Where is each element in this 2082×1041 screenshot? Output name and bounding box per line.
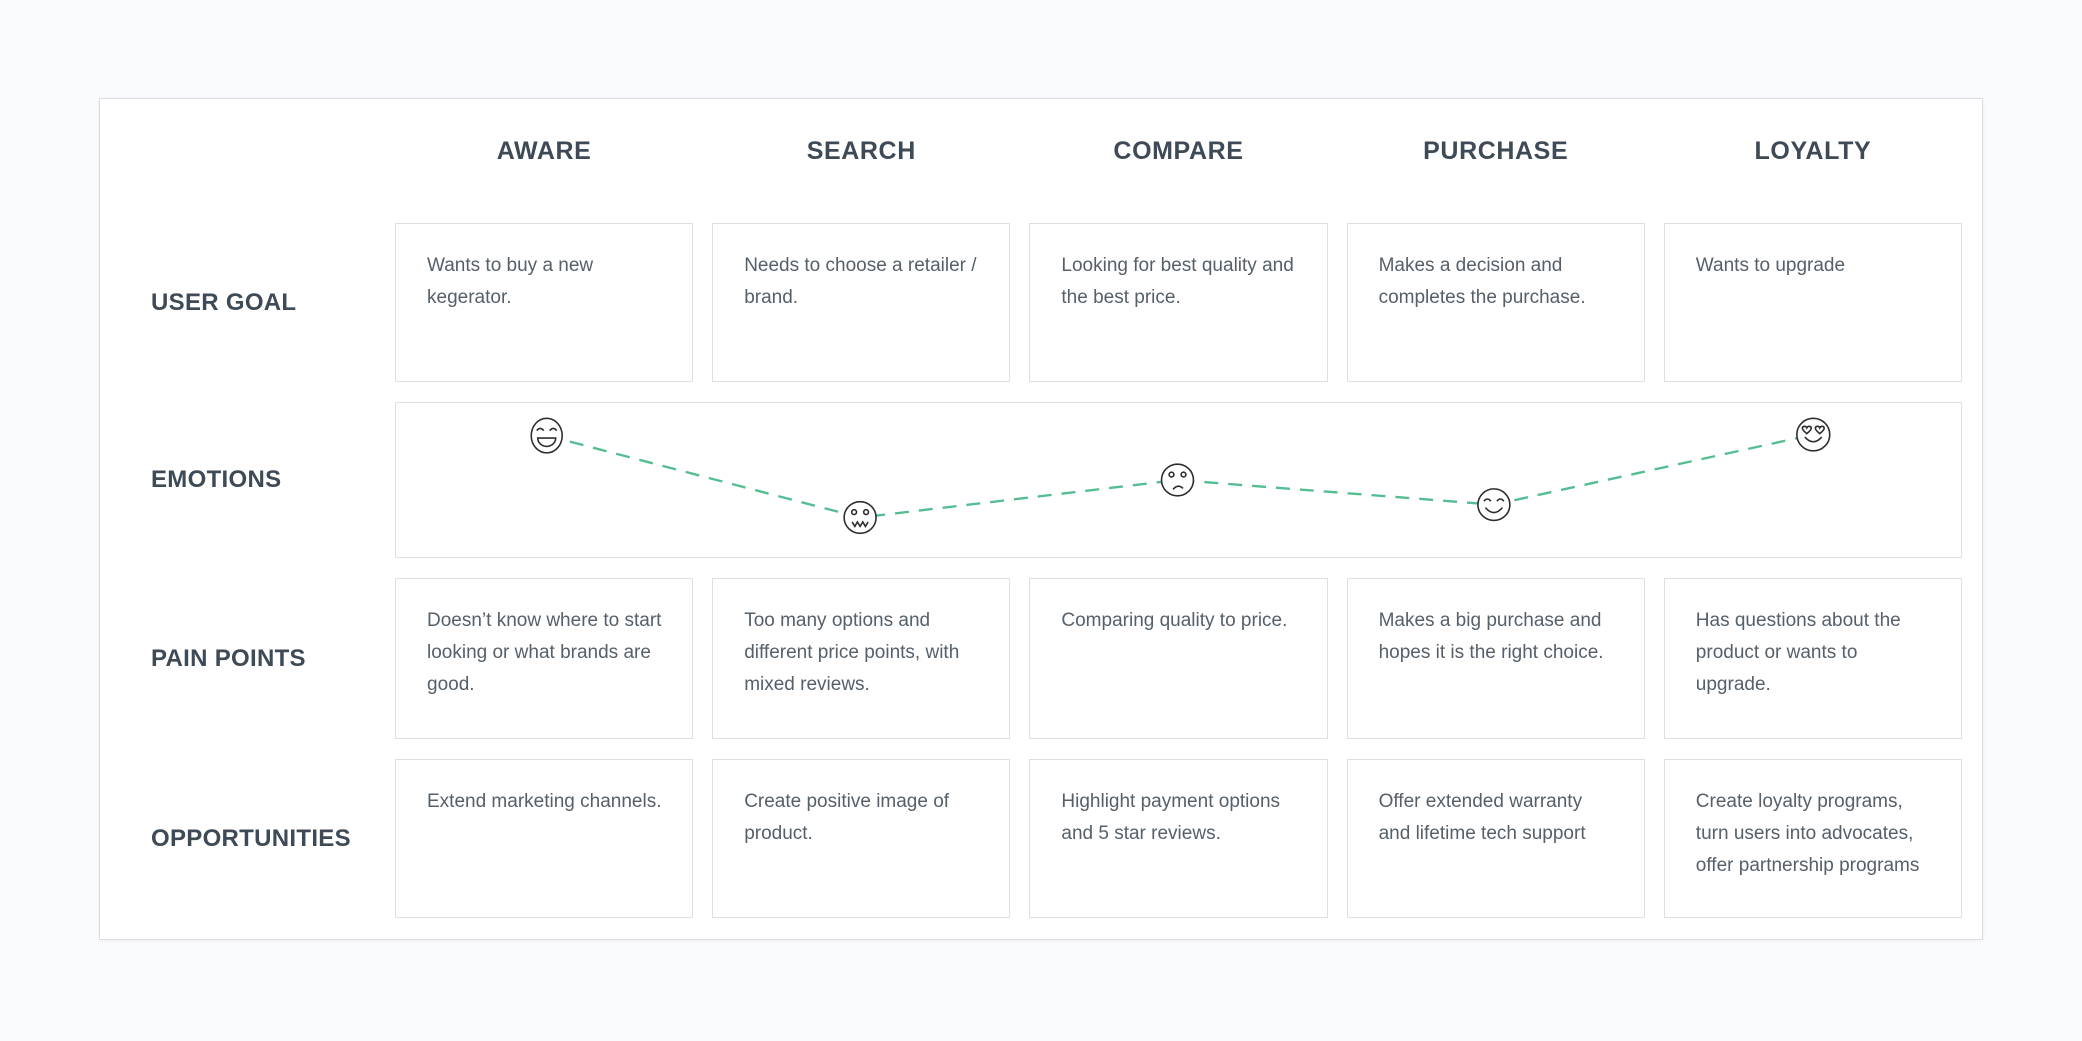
- row-label-pain-points: PAIN POINTS: [151, 644, 306, 672]
- journey-map-grid: AWARE SEARCH COMPARE PURCHASE LOYALTY US…: [100, 99, 1982, 939]
- opportunity-card-compare: Highlight payment options and 5 star rev…: [1029, 759, 1328, 918]
- user-goal-card-search: Needs to choose a retailer / brand.: [712, 223, 1011, 382]
- stage-header-loyalty: LOYALTY: [1754, 136, 1872, 165]
- row-label-opportunities: OPPORTUNITIES: [151, 824, 351, 852]
- user-goal-card-loyalty: Wants to upgrade: [1663, 223, 1962, 382]
- stage-header-purchase: PURCHASE: [1423, 136, 1569, 165]
- user-goal-card-compare: Looking for best quality and the best pr…: [1029, 223, 1328, 382]
- grinning-face-icon: [530, 417, 563, 454]
- pain-point-card-compare: Comparing quality to price.: [1029, 578, 1328, 739]
- emotions-chart: [395, 402, 1962, 558]
- confounded-face-icon: [843, 500, 877, 535]
- stage-header-aware: AWARE: [496, 136, 592, 165]
- heart-eyes-face-icon: [1796, 417, 1831, 452]
- emotion-line: [546, 433, 1814, 519]
- smiling-face-icon: [1477, 488, 1511, 522]
- worried-face-icon: [1160, 463, 1195, 497]
- pain-point-card-search: Too many options and different price poi…: [712, 578, 1011, 739]
- stage-header-search: SEARCH: [806, 136, 916, 165]
- row-label-user-goal: USER GOAL: [151, 288, 297, 316]
- opportunity-card-search: Create positive image of product.: [712, 759, 1011, 918]
- row-label-emotions: EMOTIONS: [151, 466, 282, 493]
- opportunity-card-purchase: Offer extended warranty and lifetime tec…: [1346, 759, 1645, 918]
- emotion-line-chart: [530, 417, 1831, 535]
- pain-point-card-purchase: Makes a big purchase and hopes it is the…: [1346, 578, 1645, 739]
- stage-header-compare: COMPARE: [1113, 136, 1244, 165]
- journey-map-board: AWARE SEARCH COMPARE PURCHASE LOYALTY US…: [99, 98, 1983, 940]
- opportunity-card-aware: Extend marketing channels.: [395, 759, 694, 918]
- pain-point-card-aware: Doesn’t know where to start looking or w…: [395, 578, 694, 739]
- user-goal-card-purchase: Makes a decision and completes the purch…: [1346, 223, 1645, 382]
- opportunity-card-loyalty: Create loyalty programs, turn users into…: [1663, 759, 1962, 918]
- header-corner-spacer: [100, 99, 376, 203]
- user-goal-card-aware: Wants to buy a new kegerator.: [395, 223, 694, 382]
- pain-point-card-loyalty: Has questions about the product or wants…: [1663, 578, 1962, 739]
